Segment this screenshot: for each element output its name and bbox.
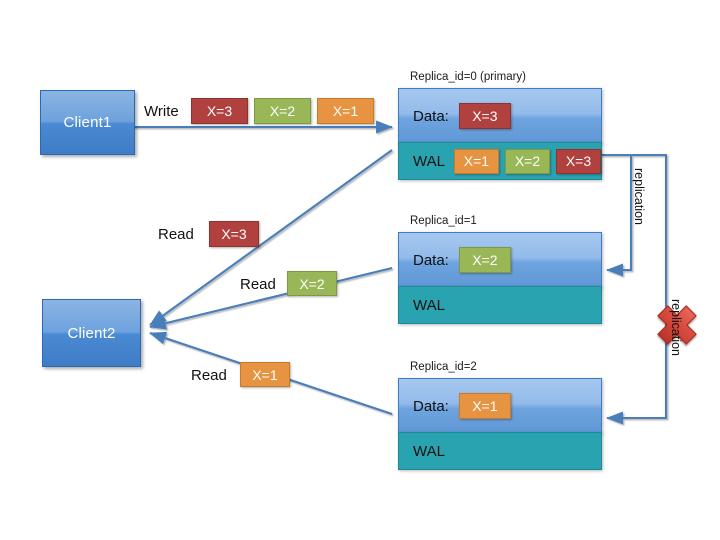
client-label: Client2: [67, 324, 116, 342]
write-label: Write: [144, 103, 179, 120]
replica-wal-section: WAL: [398, 286, 602, 324]
replication-broken-x-icon: [657, 305, 697, 345]
wal-label: WAL: [413, 442, 445, 460]
replica-group-0: Replica_id=0 (primary) Data: X=3 WAL X=1…: [398, 71, 602, 180]
data-label: Data:: [413, 251, 449, 269]
replica-caption: Replica_id=1: [410, 215, 477, 227]
read-chip-x2: X=2: [287, 271, 337, 296]
write-chip-x3: X=3: [191, 98, 248, 124]
replica-caption: Replica_id=2: [410, 361, 477, 373]
read-chip-x1: X=1: [240, 362, 290, 387]
wal-chip-x3: X=3: [555, 148, 601, 174]
arrow-read-primary-to-client2: [149, 149, 393, 326]
arrow-replication-to-replica1: [601, 153, 633, 277]
arrow-read-replica1-to-client2: [149, 266, 393, 330]
client-box-client2[interactable]: Client2: [42, 299, 141, 367]
replication-label-replica1: replication: [632, 168, 646, 225]
replica-data-section: Data: X=2: [398, 232, 602, 288]
wal-chip-x2: X=2: [504, 148, 550, 174]
read-label-x1: Read: [191, 367, 227, 384]
arrow-replication-to-replica2: [601, 153, 668, 425]
replica-caption: Replica_id=0 (primary): [410, 71, 526, 83]
wal-label: WAL: [413, 152, 445, 170]
read-label-x3: Read: [158, 226, 194, 243]
read-chip-x3: X=3: [209, 221, 259, 247]
data-chip-x2: X=2: [458, 247, 511, 273]
replica-wal-section: WAL: [398, 432, 602, 470]
replica-group-2: Replica_id=2 Data: X=1 WAL: [398, 361, 602, 470]
wal-label: WAL: [413, 296, 445, 314]
client-box-client1[interactable]: Client1: [40, 90, 135, 155]
wal-chip-x1: X=1: [453, 148, 499, 174]
replica-group-1: Replica_id=1 Data: X=2 WAL: [398, 215, 602, 324]
write-chip-x1: X=1: [317, 98, 374, 124]
client-label: Client1: [63, 114, 112, 131]
read-label-x2: Read: [240, 276, 276, 293]
write-chip-x2: X=2: [254, 98, 311, 124]
replication-label-replica2: replication: [669, 299, 683, 356]
data-label: Data:: [413, 107, 449, 125]
replica-data-section: Data: X=3: [398, 88, 602, 144]
data-chip-x3: X=3: [458, 103, 511, 129]
replica-data-section: Data: X=1: [398, 378, 602, 434]
replica-wal-section: WAL X=1 X=2 X=3: [398, 142, 602, 180]
data-label: Data:: [413, 397, 449, 415]
data-chip-x1: X=1: [458, 393, 511, 419]
